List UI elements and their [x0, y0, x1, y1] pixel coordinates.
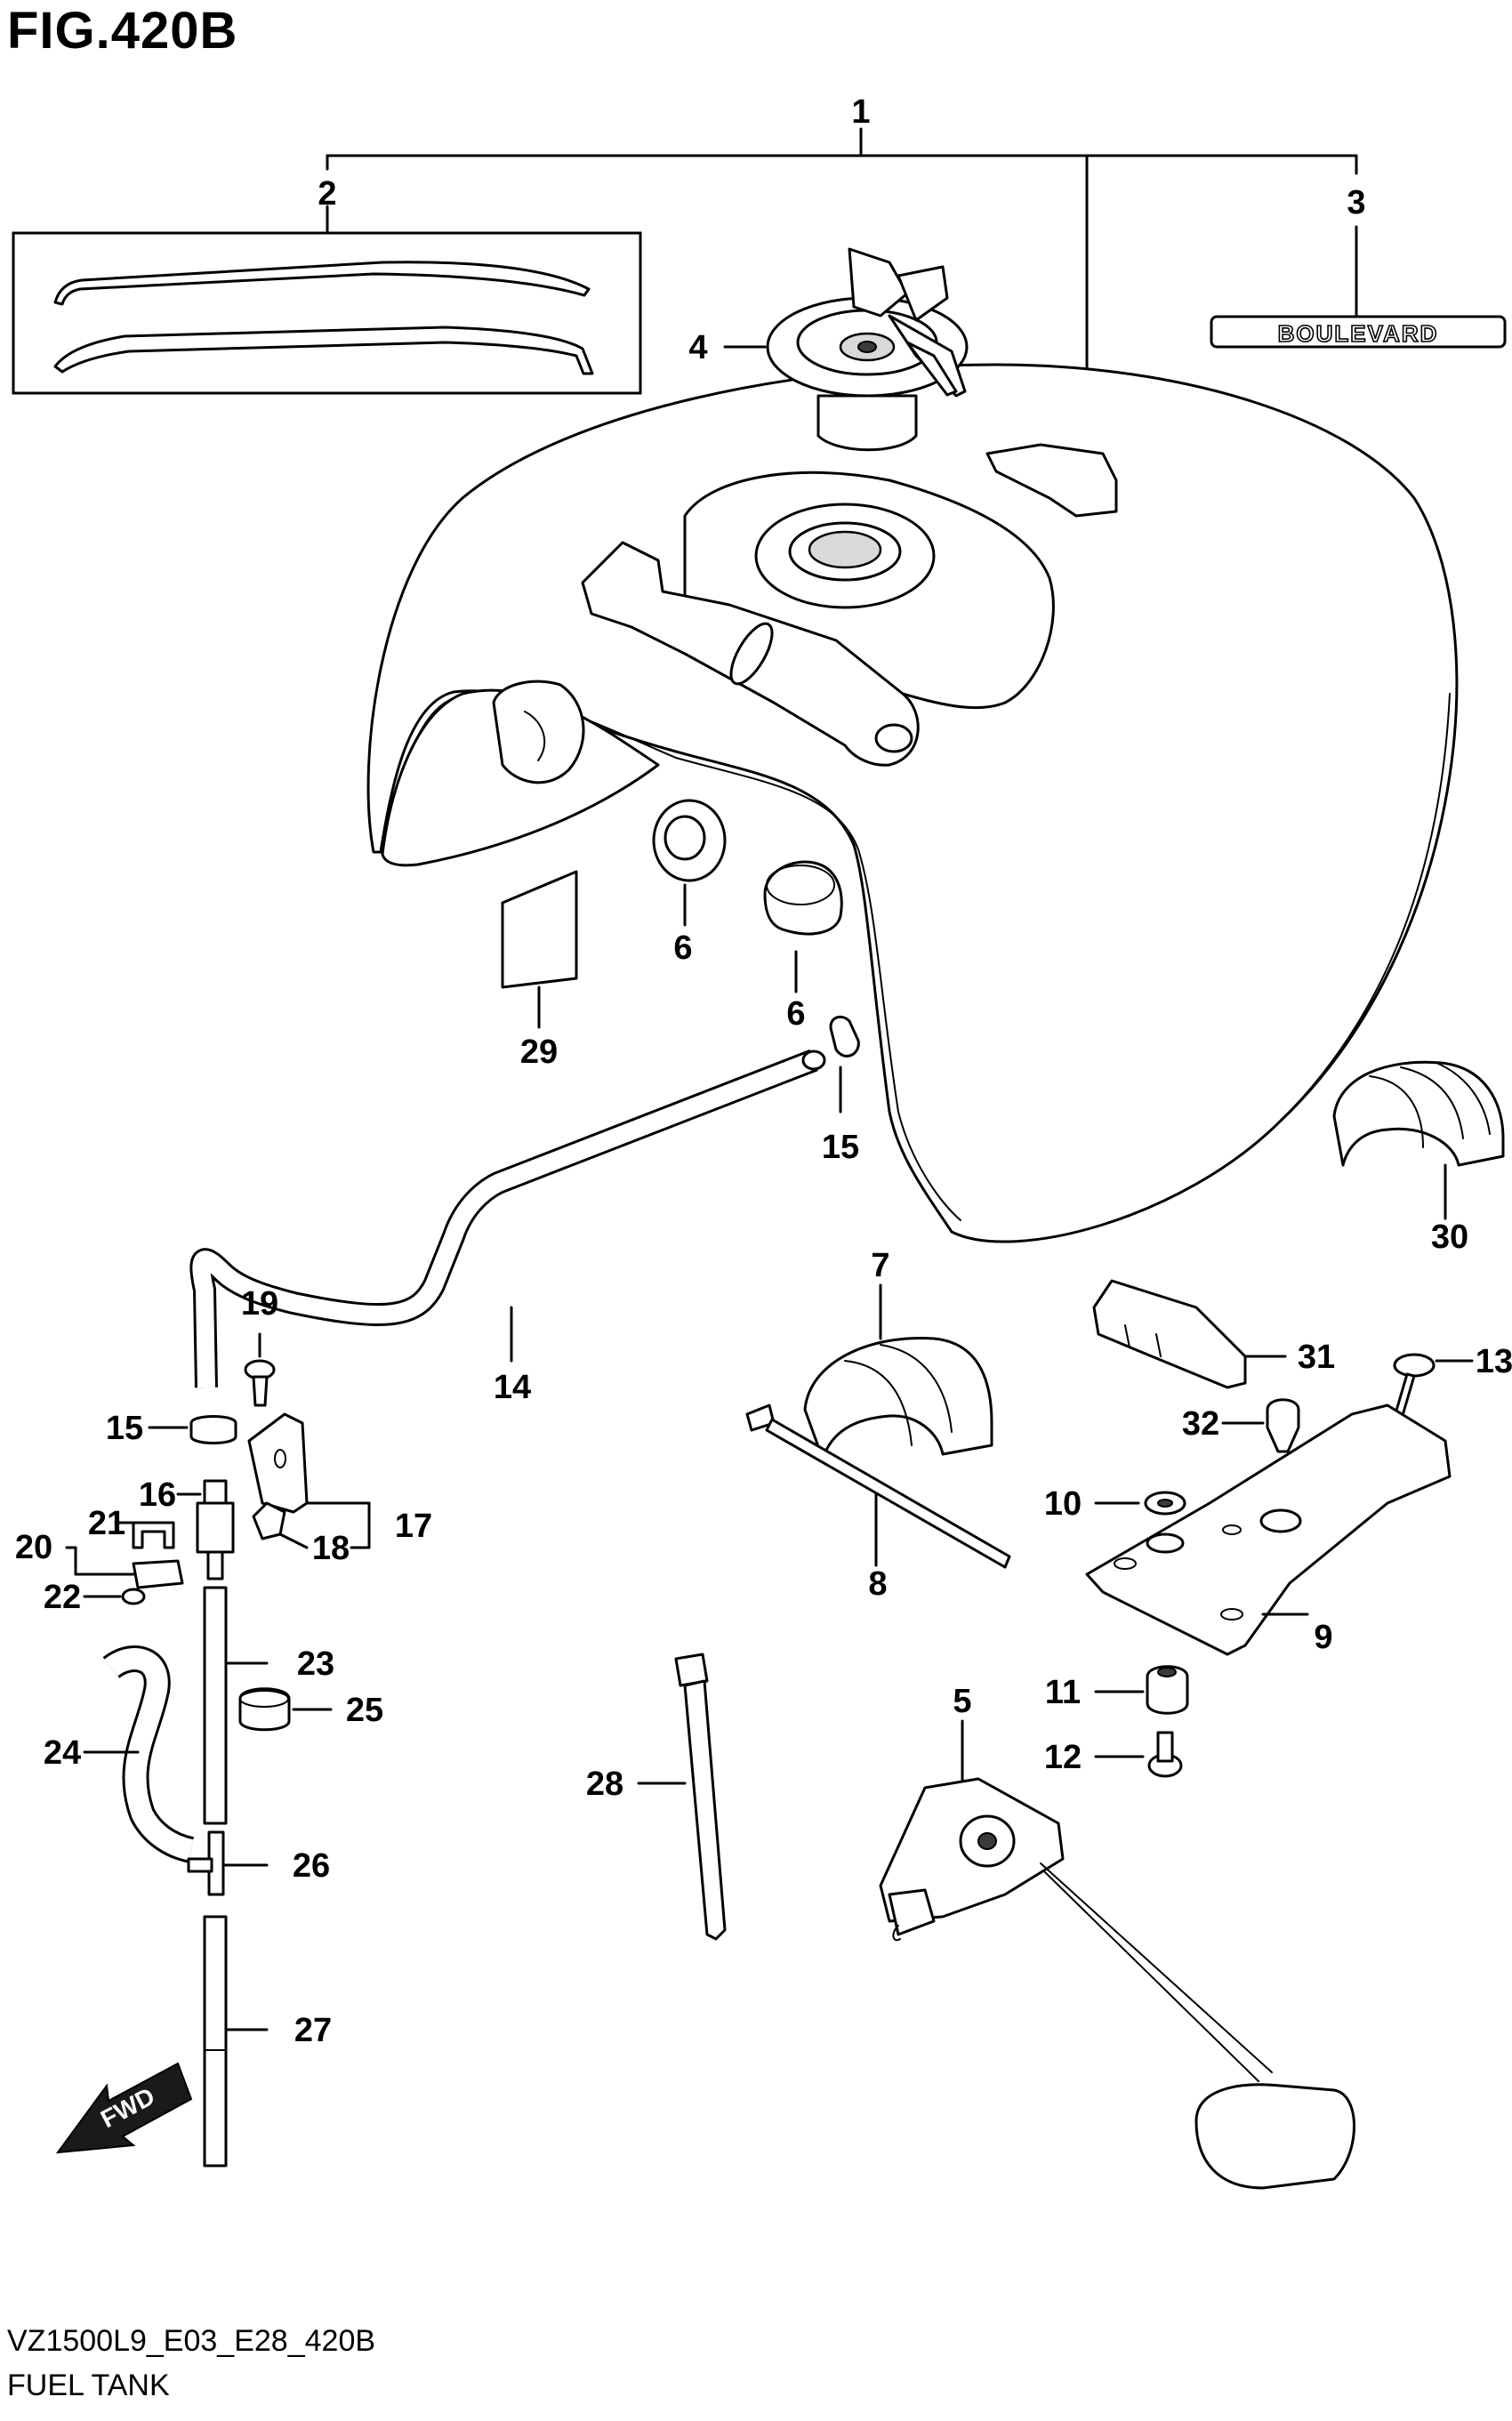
fuel-gauge: [879, 1719, 1355, 2190]
cushion-front: [803, 1283, 993, 1460]
callout-7: 7: [871, 1247, 889, 1284]
label-sheet: [501, 870, 578, 1029]
drawing-code: VZ1500L9_E03_E28_420B: [7, 2324, 376, 2358]
cable-tie-short: [637, 1653, 727, 1941]
callout-14: 14: [494, 1369, 531, 1406]
stripe-decals: [12, 205, 642, 395]
grommet-11: [1094, 1665, 1189, 1715]
callout-20: 20: [15, 1529, 52, 1566]
callout-22: 22: [44, 1579, 81, 1616]
figure-caption: FUEL TANK: [7, 2369, 170, 2402]
washer-10: [1094, 1491, 1186, 1516]
breather-hose: [189, 1049, 826, 1388]
callout-15a: 15: [822, 1129, 859, 1166]
callout-18: 18: [312, 1530, 350, 1567]
bolt-12: [1094, 1731, 1183, 1778]
fuel-cap: [723, 247, 969, 452]
callout-24: 24: [44, 1734, 81, 1772]
callout-31: 31: [1298, 1339, 1335, 1376]
grommet-b: [763, 860, 843, 936]
callout-4: 4: [688, 329, 707, 366]
fuel-tank: [366, 363, 1459, 1243]
callout-17: 17: [395, 1508, 432, 1545]
callout-23: 23: [297, 1645, 334, 1683]
figure-title: FIG.420B: [7, 2, 238, 60]
callout-25: 25: [346, 1692, 383, 1729]
boulevard-emblem: BOULEVARD: [1210, 225, 1507, 349]
callout-8: 8: [868, 1565, 887, 1603]
callout-6a: 6: [673, 929, 692, 967]
callout-19: 19: [241, 1285, 278, 1323]
forward-arrow: FWD: [55, 2062, 193, 2154]
rubber-pad: [1092, 1279, 1287, 1389]
callout-9: 9: [1314, 1619, 1332, 1656]
callout-26: 26: [293, 1847, 330, 1885]
hose-23: [203, 1586, 269, 1825]
callout-10: 10: [1044, 1485, 1082, 1523]
callout-6b: 6: [786, 995, 805, 1033]
callout-21: 21: [88, 1505, 125, 1542]
joint-26: [187, 1830, 269, 1896]
callout-12: 12: [1044, 1739, 1082, 1776]
callout-16: 16: [139, 1476, 176, 1514]
mounting-plate: [1085, 1404, 1452, 1656]
callout-30: 30: [1431, 1219, 1468, 1256]
callout-3: 3: [1347, 184, 1365, 221]
cable-tie-long: [745, 1404, 1011, 1569]
callout-29: 29: [520, 1034, 558, 1071]
callout-1: 1: [851, 93, 870, 131]
callout-32: 32: [1182, 1405, 1219, 1443]
fuel-valve-assembly: [65, 1332, 371, 1605]
callout-2: 2: [318, 175, 336, 213]
leader-part-1: [326, 127, 1358, 393]
emblem-text: BOULEVARD: [1278, 320, 1439, 347]
grommet-a: [652, 799, 727, 882]
callout-11: 11: [1045, 1674, 1081, 1711]
callout-28: 28: [586, 1765, 623, 1803]
callout-13: 13: [1476, 1343, 1512, 1380]
hose-24: [83, 1645, 195, 1863]
cushion-rear: [1332, 1060, 1505, 1220]
damper-32: [1221, 1398, 1300, 1453]
callout-15b: 15: [106, 1410, 143, 1447]
hose-27: [203, 1915, 269, 2168]
collar-25: [238, 1687, 333, 1732]
callout-27: 27: [294, 2012, 332, 2049]
callout-5: 5: [953, 1683, 971, 1720]
hose-clip-upper: [829, 1015, 860, 1114]
